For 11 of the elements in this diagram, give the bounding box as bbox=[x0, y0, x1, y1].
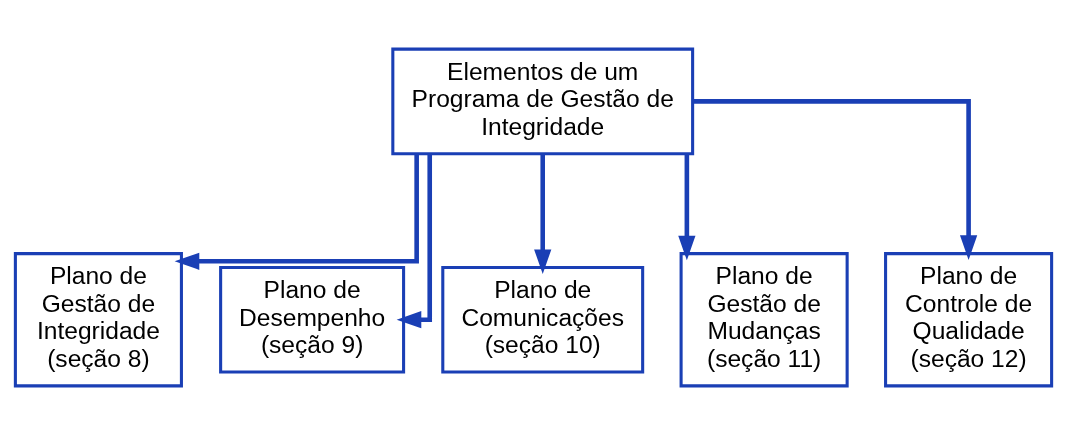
node-box: Plano de Desempenho (seção 9) bbox=[219, 265, 406, 374]
arrow bbox=[692, 99, 978, 261]
arrow bbox=[534, 153, 552, 275]
node-box: Elementos de um Programa de Gestão de Integridade bbox=[391, 47, 695, 156]
node-box: Plano de Comunicações (seção 10) bbox=[441, 265, 645, 374]
arrow bbox=[174, 153, 419, 270]
arrow bbox=[678, 153, 696, 261]
node-box: Plano de Gestão de Integridade (seção 8) bbox=[13, 252, 183, 388]
node-box: Plano de Controle de Qualidade (seção 12) bbox=[884, 252, 1054, 388]
node-box: Plano de Gestão de Mudanças (seção 11) bbox=[679, 252, 849, 388]
arrow bbox=[396, 153, 433, 329]
